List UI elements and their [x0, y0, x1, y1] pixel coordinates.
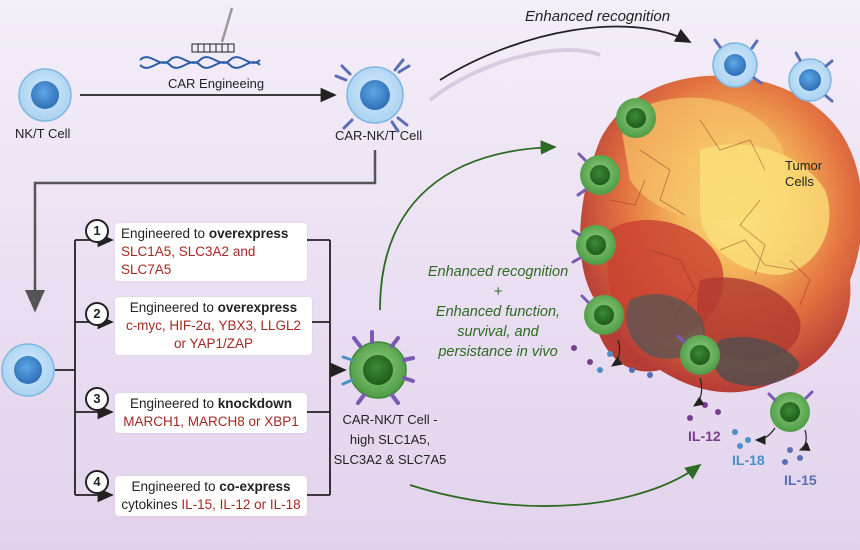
arrow-green-lower	[409, 463, 702, 507]
step-number-4: 4	[85, 470, 109, 494]
car-nk-t-cell-high-icon	[341, 330, 415, 405]
strategy-prefix: Engineered to	[129, 396, 218, 411]
car-nk-t-cell-top-icon	[334, 58, 411, 133]
strategy-action: overexpress	[208, 226, 289, 241]
survival-line: survival, and	[457, 324, 539, 340]
blue-cell-recognition-2	[788, 51, 834, 103]
strategy-targets: IL-15, IL-12 or IL-18	[181, 497, 301, 512]
step-number-2: 2	[85, 302, 109, 326]
tumor-cells-label: Tumor Cells	[785, 158, 823, 189]
il12-label: IL-12	[688, 428, 721, 444]
strategy-prefix: Engineered to	[131, 479, 220, 494]
enhanced-function-line: Enhanced function,	[435, 304, 561, 320]
nk-t-cell-left-icon	[1, 343, 55, 397]
car-nk-t-cell-high-label: CAR-NK/T Cell - high SLC1A5, SLC3A2 & SL…	[333, 412, 447, 467]
strategy-box-1: Engineered to overexpress SLC1A5, SLC3A2…	[115, 223, 307, 281]
enhanced-recognition-line: Enhanced recognition	[427, 264, 569, 280]
tumor-mass	[580, 75, 860, 393]
step-number-1: 1	[85, 219, 109, 243]
connector-lines	[25, 25, 702, 507]
strategy-box-4: Engineered to co-express cytokines IL-15…	[115, 476, 307, 516]
blue-cell-recognition-1	[712, 38, 763, 88]
il18-label: IL-18	[732, 452, 765, 468]
enhanced-recognition-top-label: Enhanced recognition	[525, 8, 671, 25]
strategy-box-3: Engineered to knockdown MARCH1, MARCH8 o…	[115, 393, 307, 433]
il15-label: IL-15	[784, 472, 817, 488]
needle-icon	[220, 7, 234, 43]
arrow-enhanced-recognition	[439, 25, 692, 81]
persistance-line: persistance in vivo	[438, 344, 558, 360]
strategy-action: knockdown	[217, 396, 293, 411]
car-engineering-label: CAR Engineeing	[168, 76, 265, 91]
strategy-box-2: Engineered to overexpress c-myc, HIF-2α,…	[115, 297, 312, 355]
strategy-action: overexpress	[217, 300, 298, 315]
strategy-prefix: Engineered to	[121, 226, 209, 241]
dna-icon	[139, 7, 261, 69]
strategy-prefix: Engineered to	[129, 300, 218, 315]
strategy-targets: SLC1A5, SLC3A2 and SLC7A5	[121, 244, 256, 277]
nk-t-cell-top-label: NK/T Cell	[15, 126, 71, 141]
strategy-targets: MARCH1, MARCH8 or XBP1	[123, 414, 299, 429]
arrow-green-upper	[379, 140, 557, 311]
strategy-targets: c-myc, HIF-2α, YBX3, LLGL2 or YAP1/ZAP	[125, 318, 302, 351]
strategy-action: co-express	[219, 479, 291, 494]
arrow-to-engineering-steps	[25, 150, 377, 313]
strategy-targets-prefix: cytokines	[121, 497, 182, 512]
step-number-3: 3	[85, 387, 109, 411]
enhanced-effects-text: Enhanced recognition + Enhanced function…	[398, 262, 598, 362]
plus-sign: +	[493, 284, 503, 300]
nk-t-cell-top-icon	[18, 68, 72, 122]
cytokine-dots	[571, 339, 811, 465]
green-cells-effector	[571, 98, 814, 432]
car-nk-t-cell-top-label: CAR-NK/T Cell	[335, 128, 423, 143]
